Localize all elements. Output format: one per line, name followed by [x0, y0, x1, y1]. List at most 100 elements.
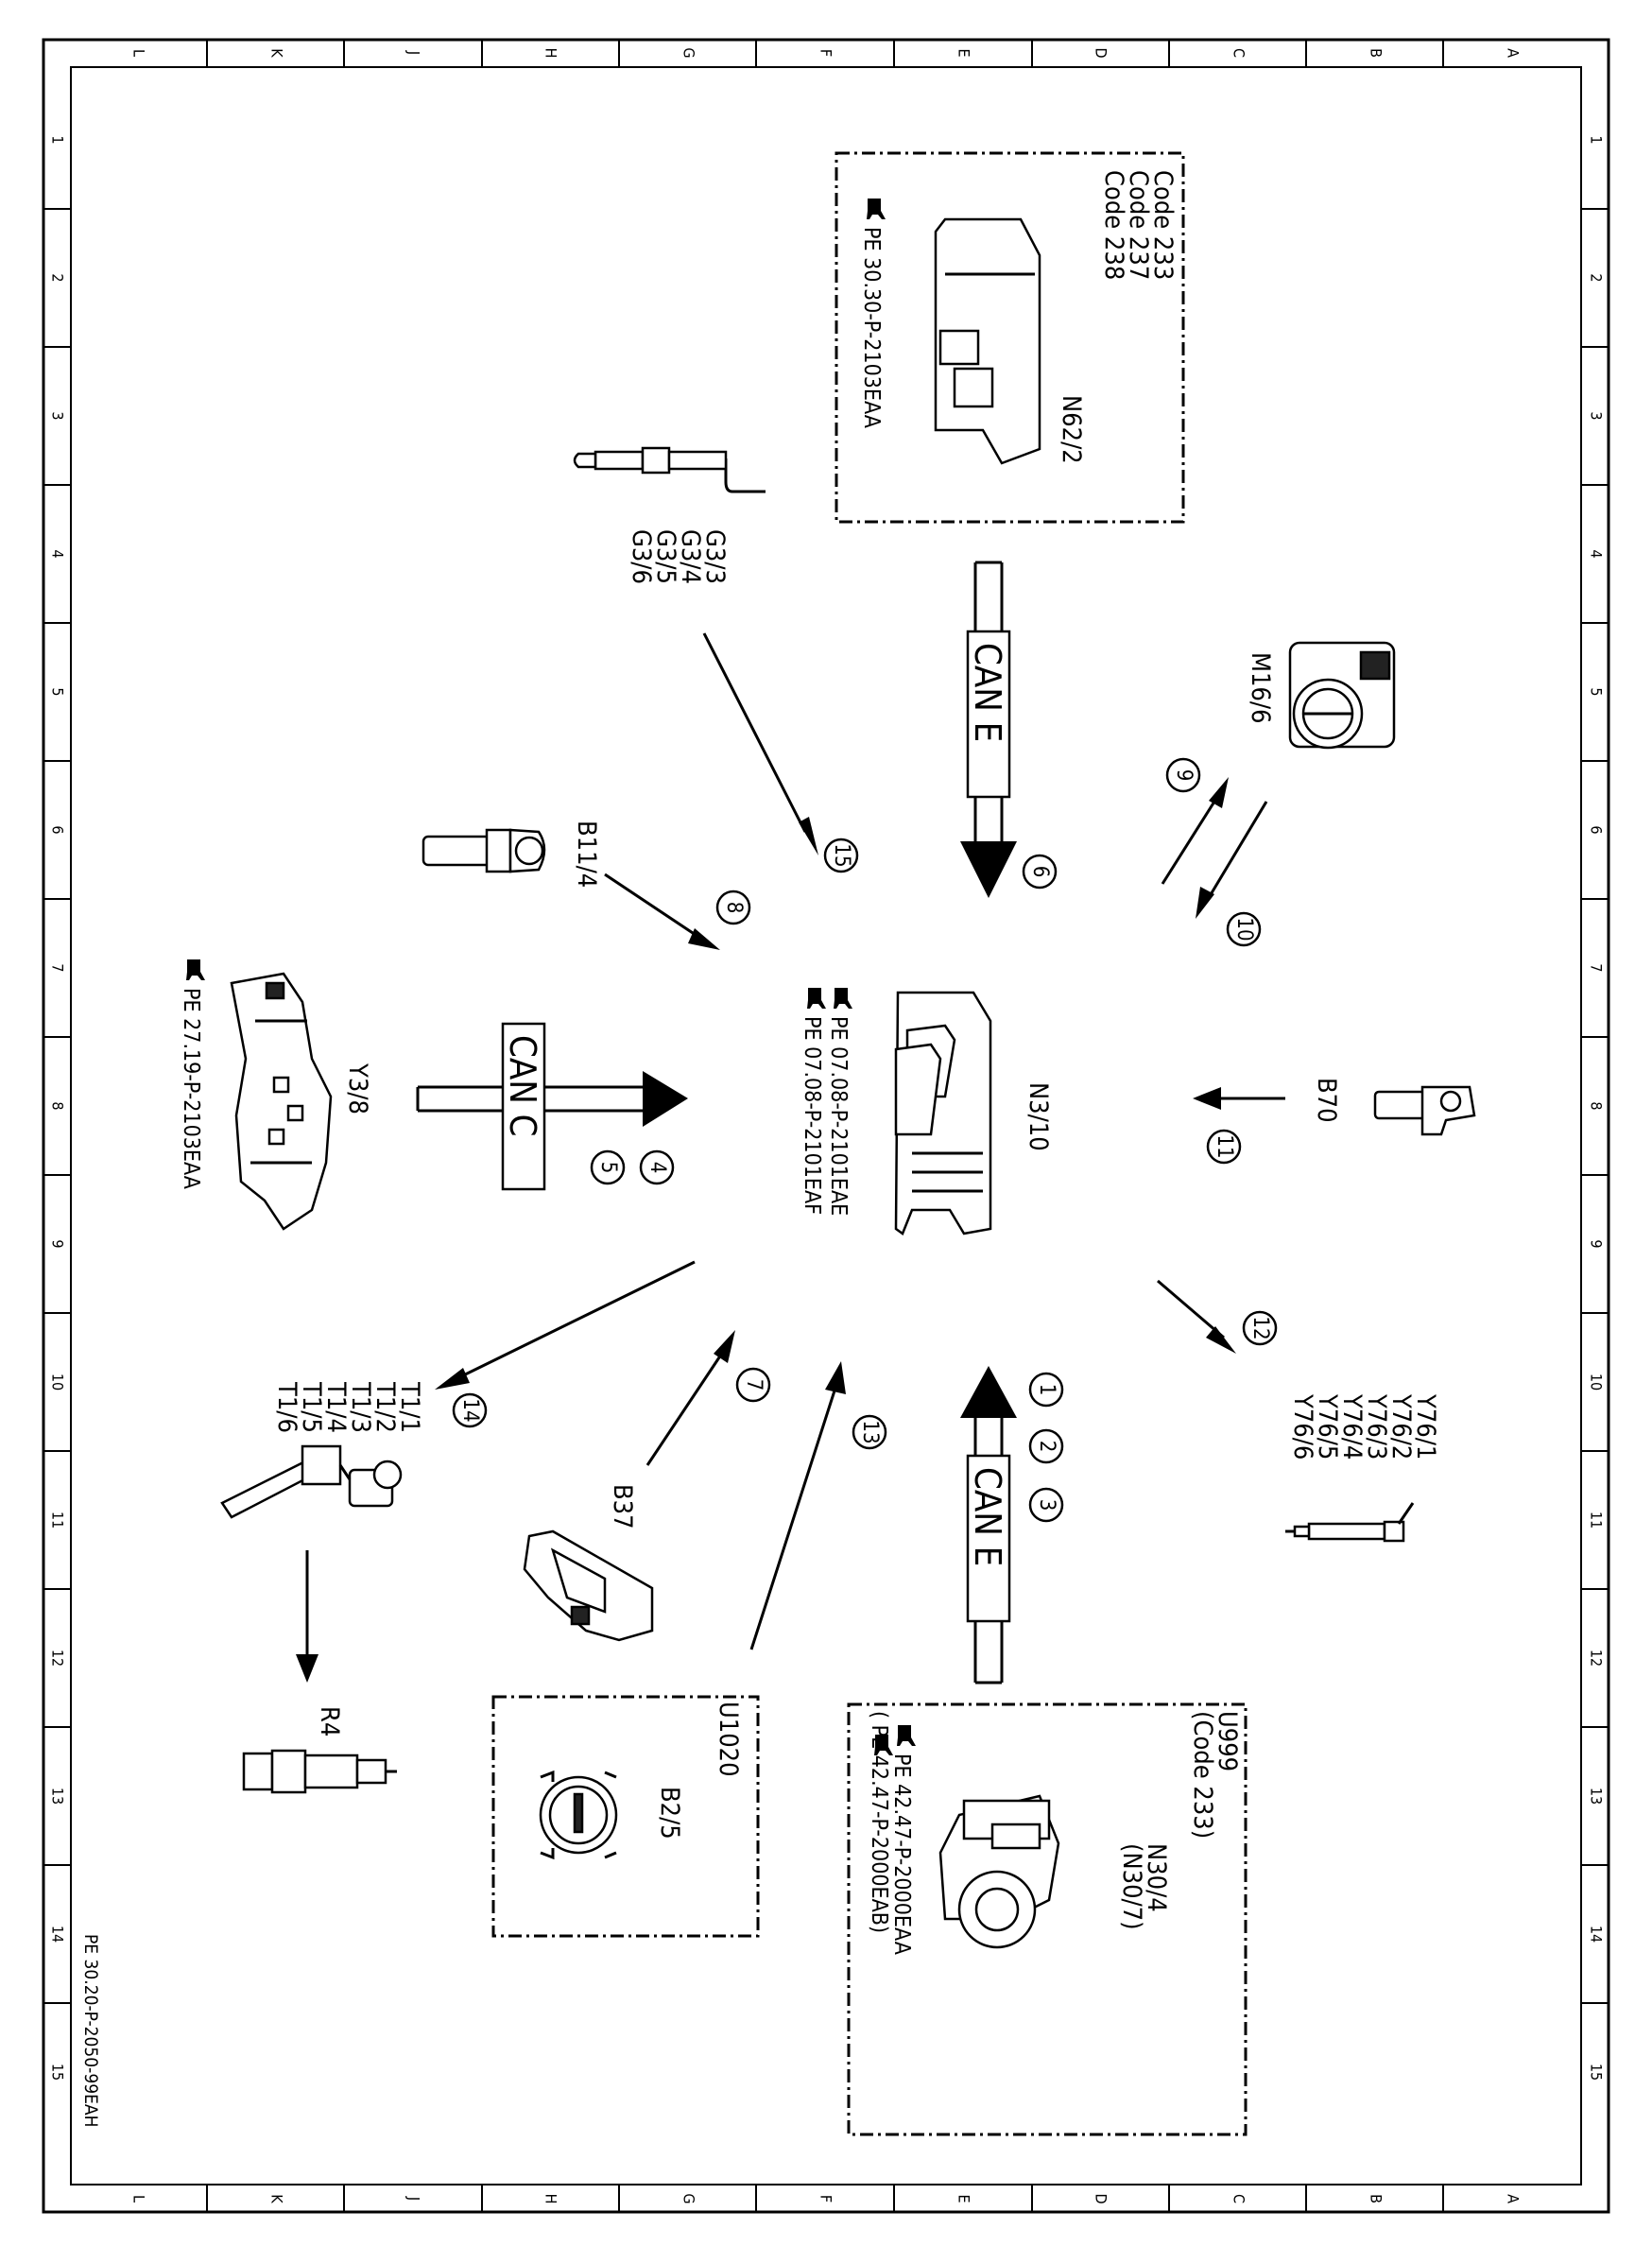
row-label: 6: [49, 825, 67, 834]
col-label: A: [1505, 2194, 1523, 2203]
bus-label: CAN E: [967, 1467, 1008, 1566]
arrow-up-icon: [960, 1366, 1017, 1418]
component-label: B2/5: [655, 1787, 684, 1840]
row-label: 1: [1588, 135, 1606, 144]
coil-label: T1/5: [297, 1381, 326, 1433]
sensor-label: G3/5: [651, 529, 680, 584]
sensor-label: G3/6: [627, 529, 656, 584]
row-label: 15: [1588, 2064, 1606, 2081]
grid-ticks: [43, 40, 1609, 2212]
ref-link[interactable]: PE 30.30-P-2103EAA: [859, 227, 884, 428]
box-code-label: (Code 233): [1188, 1711, 1217, 1839]
u999-group: U999 (Code 233) N30/4 (N30/7) PE 42.47-P…: [847, 1702, 1248, 2136]
signal-number-circle: [452, 1392, 488, 1428]
row-label: 4: [1588, 549, 1606, 558]
signal-number-circle: [1226, 911, 1262, 947]
injector-label: Y76/5: [1313, 1393, 1342, 1460]
can-e-top-bus: CAN E 6: [960, 561, 1058, 898]
grid-row-labels: 1 2 3 4 5 6 7 8 9 10 11 12 13 14 15 1 2 …: [49, 135, 1606, 2081]
row-label: 4: [49, 549, 67, 558]
box-label: U1020: [714, 1702, 743, 1777]
col-label: F: [817, 49, 835, 57]
arrow-icon: [1206, 1326, 1236, 1354]
ref-link[interactable]: PE 27.19-P-2103EAA: [179, 988, 203, 1189]
pedal-sensor-icon: [523, 1529, 654, 1642]
t1-group: T1/1 T1/2 T1/3 T1/4 T1/5 T1/6 14: [220, 1260, 696, 1683]
row-label: 12: [1588, 1650, 1606, 1667]
component-label: N30/4: [1142, 1843, 1171, 1912]
signal-number-circle: [1165, 757, 1201, 793]
signal-number-circle: [1206, 1129, 1242, 1165]
component-label: Y3/8: [343, 1063, 372, 1114]
component-label: M16/6: [1246, 652, 1275, 724]
col-label: A: [1505, 48, 1523, 58]
r4-group: R4: [242, 1706, 397, 1794]
col-label: C: [1230, 2194, 1248, 2203]
injector-label: Y76/6: [1288, 1393, 1317, 1460]
coil-label: T1/1: [395, 1381, 424, 1433]
can-label-box: [501, 1022, 546, 1191]
signal-number-circle: [1028, 1428, 1064, 1464]
signal-number: 2: [1035, 1441, 1058, 1453]
valve-body-icon: [230, 972, 333, 1231]
signal-number: 12: [1248, 1316, 1272, 1339]
u1020-group: U1020 B2/5 13: [491, 1361, 887, 1938]
signal-number-circle: [823, 838, 859, 873]
y76-group: Y76/1 Y76/2 Y76/3 Y76/4 Y76/5 Y76/6 12: [1157, 1279, 1440, 1543]
row-label: 9: [1588, 1239, 1606, 1248]
coil-label: T1/6: [272, 1381, 301, 1433]
crankshaft-sensor-icon: [1373, 1085, 1476, 1136]
component-label: B37: [608, 1484, 637, 1529]
col-label: B: [1368, 48, 1385, 58]
arrow-icon: [688, 928, 720, 950]
throttle-valve-icon: [1288, 641, 1396, 750]
row-label: 15: [49, 2064, 67, 2081]
signal-number: 7: [742, 1379, 766, 1391]
central-ecu-label: N3/10: [1024, 1082, 1053, 1151]
signal-number: 13: [858, 1420, 882, 1443]
row-label: 3: [1588, 411, 1606, 420]
col-label: G: [680, 47, 698, 58]
can-e-bottom-bus: CAN E 1 2 3: [960, 1366, 1064, 1684]
col-label: B: [1368, 2194, 1385, 2203]
signal-number: 3: [1035, 1499, 1058, 1512]
signal-number: 14: [458, 1398, 482, 1422]
arrow-icon: [1209, 777, 1229, 808]
col-label: E: [955, 2194, 973, 2203]
oxygen-sensor-icon: [573, 446, 766, 493]
ref-link[interactable]: ( PE 42.47-P-2000EAB): [867, 1711, 891, 1933]
ref-link[interactable]: PE 07.08-P-2101EAF: [800, 1016, 824, 1215]
signal-number: 15: [830, 843, 853, 867]
signal-number: 6: [1028, 866, 1052, 878]
signal-number-circle: [1242, 1310, 1278, 1346]
injector-label: Y76/1: [1411, 1393, 1440, 1460]
g3-sensor-group: G3/3 G3/4 G3/5 G3/6 15: [573, 446, 859, 873]
inner-frame: [70, 66, 1582, 2186]
arrow-icon: [825, 1361, 846, 1394]
arrow-icon: [714, 1330, 735, 1363]
col-label: K: [268, 48, 286, 58]
can-label-box: [966, 1454, 1011, 1623]
ref-link[interactable]: PE 42.47-P-2000EAA: [889, 1754, 914, 1955]
pointer-icon: [897, 1725, 916, 1746]
ref-link[interactable]: PE 07.08-P-2101EAE: [826, 1016, 851, 1216]
arrow-right-icon: [643, 1071, 688, 1127]
signal-number-circle: [1022, 854, 1058, 890]
col-label: F: [817, 2195, 835, 2203]
row-label: 12: [49, 1650, 67, 1667]
row-label: 14: [49, 1926, 67, 1943]
signal-number: 11: [1213, 1134, 1236, 1158]
bus-label: CAN C: [502, 1035, 543, 1137]
row-label: 8: [49, 1101, 67, 1110]
sensor-label: G3/4: [676, 529, 705, 584]
signal-number-circle: [590, 1149, 626, 1185]
component-label-alt: (N30/7): [1117, 1843, 1146, 1930]
outer-frame: [42, 38, 1610, 2214]
row-label: 11: [49, 1512, 67, 1529]
arrow-icon: [799, 817, 818, 855]
b70-group: B70 11: [1193, 1078, 1476, 1165]
injector-label: Y76/3: [1362, 1393, 1391, 1460]
col-label: D: [1093, 2193, 1110, 2203]
arrow-down-icon: [296, 1654, 318, 1683]
